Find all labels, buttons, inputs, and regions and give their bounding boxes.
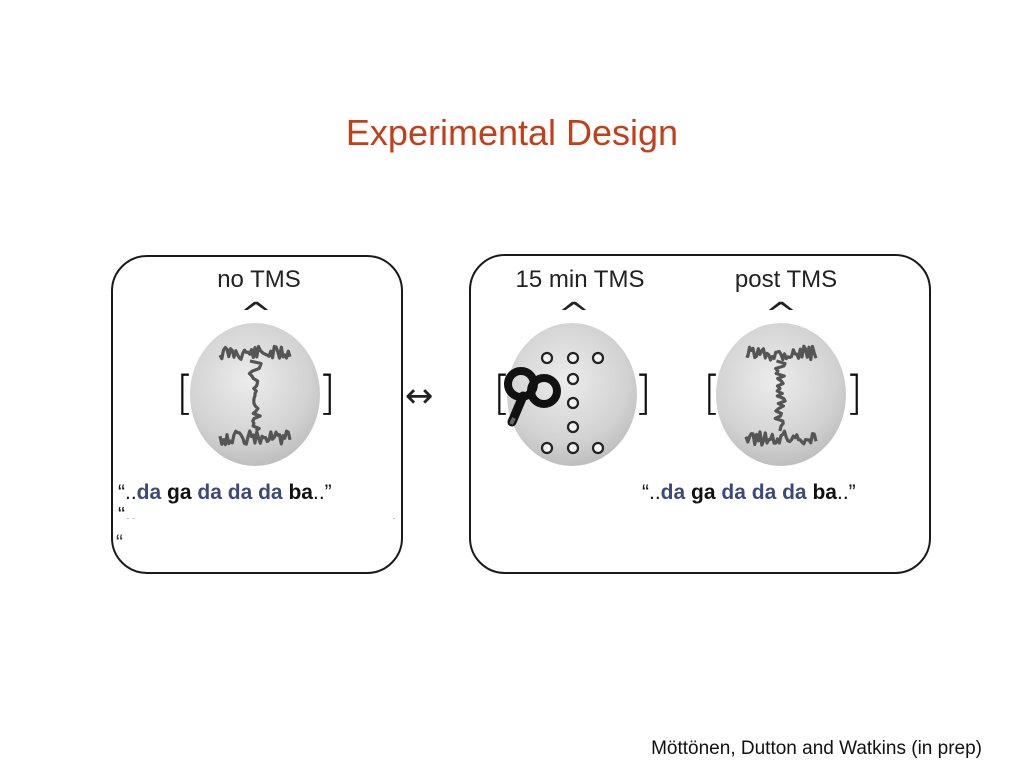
eeg-trace — [247, 359, 263, 433]
syllable: da — [136, 481, 162, 504]
stimulus-fragment: “.. — [116, 533, 135, 541]
bracket-left: [ — [703, 366, 721, 420]
electrode-circle-icon — [591, 441, 605, 455]
syllable: da — [227, 481, 253, 504]
quote-close: ..” — [391, 507, 398, 519]
stimulus-sequence: “..da ga da da da ba..” — [642, 481, 856, 505]
quote-open: “.. — [642, 481, 661, 504]
stimulus-sequence: “..da ga da da da ba..” — [118, 481, 332, 505]
syllable: ga — [691, 481, 716, 504]
syllable: da — [751, 481, 777, 504]
bracket-left: [ — [176, 366, 194, 420]
eeg-trace — [218, 429, 292, 447]
bidirectional-arrow-icon: ↔ — [405, 376, 434, 416]
electrode-circle-icon — [566, 420, 580, 434]
quote-open: “.. — [118, 507, 137, 519]
eeg-trace — [218, 344, 292, 361]
electrode-circle-icon — [566, 396, 580, 410]
syllable: da — [660, 481, 686, 504]
quote-close: ..” — [312, 481, 332, 504]
condition-label-no-tms: no TMS — [217, 266, 301, 293]
stimulus-fragment: ..” — [391, 507, 398, 519]
eeg-trace — [744, 429, 818, 447]
citation: Möttönen, Dutton and Watkins (in prep) — [651, 738, 982, 759]
eeg-trace — [745, 344, 818, 362]
electrode-circle-icon — [591, 351, 605, 365]
quote-close: ..” — [836, 481, 856, 504]
electrode-circle-icon — [566, 351, 580, 365]
head-no-tms — [190, 323, 320, 466]
eeg-waveform-icon — [218, 344, 292, 447]
syllable: da — [258, 481, 283, 504]
electrode-circle-icon — [540, 441, 554, 455]
quote-open: “.. — [116, 533, 135, 541]
bracket-left: [ — [493, 366, 511, 420]
head-post-tms — [716, 323, 846, 466]
electrode-circle-icon — [540, 351, 554, 365]
condition-label-post-tms: post TMS — [734, 266, 838, 293]
slide-title: Experimental Design — [345, 112, 679, 153]
tms-coil-icon — [504, 367, 561, 427]
condition-label-15min-tms: 15 min TMS — [515, 266, 645, 293]
electrode-circle-icon — [566, 441, 580, 455]
quote-open: “.. — [118, 481, 137, 504]
stimulus-sequence-hidden: “.. — [116, 533, 398, 541]
electrode-circle-icon — [566, 372, 580, 386]
syllable: ba — [812, 481, 837, 504]
syllable: ba — [288, 481, 313, 504]
syllable: da — [782, 481, 807, 504]
syllable: ga — [167, 481, 192, 504]
eeg-waveform-icon — [744, 344, 818, 447]
stimulus-sequence-hidden: “.. ..” — [116, 507, 398, 519]
bracket-right: ] — [318, 366, 336, 420]
bracket-right: ] — [634, 366, 652, 420]
syllable: da — [197, 481, 222, 504]
stimulus-fragment: “.. — [118, 507, 137, 519]
syllable: da — [721, 481, 746, 504]
bracket-right: ] — [845, 366, 863, 420]
electrode-array — [540, 351, 605, 455]
eeg-trace — [773, 359, 787, 432]
